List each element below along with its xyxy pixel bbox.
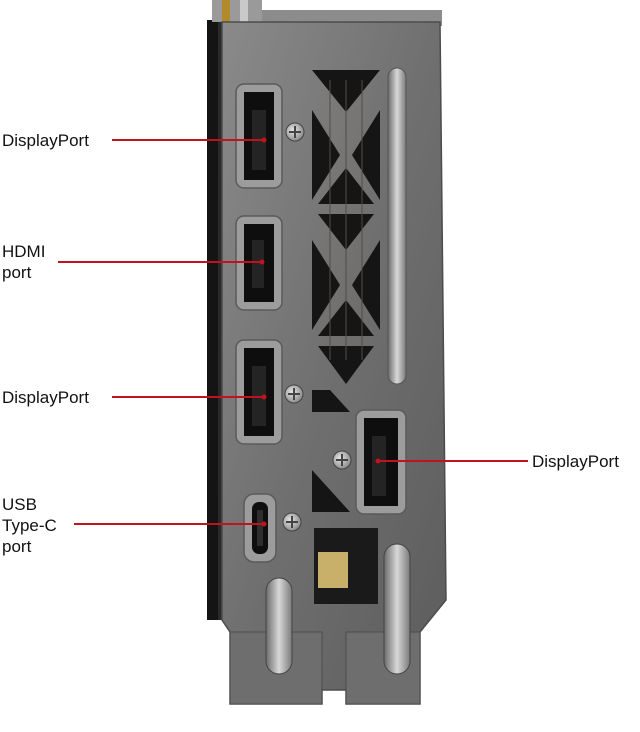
internal-component	[318, 552, 348, 588]
leader-dot	[375, 458, 381, 464]
leader-dot	[261, 394, 267, 400]
standoff-left	[222, 0, 230, 26]
screw	[282, 512, 302, 532]
heatsink-fins	[329, 80, 363, 360]
bracket-slot-right	[383, 543, 411, 675]
label-displayport-top: DisplayPort	[2, 131, 89, 150]
screw	[285, 122, 305, 142]
label-displayport-right: DisplayPort	[532, 452, 619, 471]
leader-dot	[261, 521, 267, 527]
standoff-right	[240, 0, 248, 26]
leader-dot	[259, 259, 265, 265]
bracket-rib	[387, 67, 407, 385]
displayport-middle-connector	[235, 339, 283, 445]
leader-dot	[261, 137, 267, 143]
bracket-slot-left	[265, 577, 293, 675]
usb-type-c-connector	[243, 493, 277, 563]
label-hdmi-port: HDMI port	[2, 242, 46, 282]
pcb-edge-highlight	[218, 20, 222, 620]
displayport-top-connector	[235, 83, 283, 189]
label-displayport-middle: DisplayPort	[2, 388, 89, 407]
label-usb-type-c-port: USB Type-C port	[2, 495, 57, 556]
screw	[284, 384, 304, 404]
screw	[332, 450, 352, 470]
top-tab	[212, 0, 262, 22]
